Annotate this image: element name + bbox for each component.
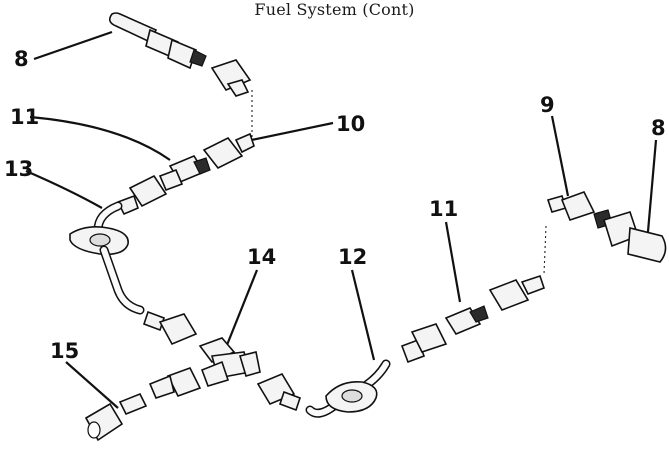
callout-8-right: 8 (651, 116, 666, 140)
part-11-union-upper (158, 155, 211, 192)
part-12-tube (305, 359, 391, 418)
part-10-nut (202, 132, 255, 170)
callout-14: 14 (247, 245, 276, 269)
part-8-probe-upper (108, 12, 207, 70)
part-11-union-right (444, 305, 489, 335)
part-nut-left (116, 174, 168, 216)
callout-12: 12 (338, 245, 367, 269)
page-title: Fuel System (Cont) (254, 0, 415, 19)
callout-9: 9 (540, 93, 555, 117)
callout-13: 13 (4, 157, 33, 181)
callout-11-right: 11 (429, 197, 458, 221)
leader-lines (25, 30, 658, 409)
callout-15: 15 (50, 339, 79, 363)
part-fitting-mid-right (400, 323, 448, 364)
part-nut-lower-left (148, 367, 202, 399)
part-13-tube (69, 201, 145, 315)
part-9-nut (546, 191, 596, 221)
part-14-tee (198, 337, 261, 387)
part-nut-right (488, 274, 546, 311)
callout-10: 10 (336, 112, 365, 136)
part-fitting-right-of-tee (256, 372, 302, 412)
callout-8-top: 8 (14, 47, 29, 71)
part-15-nut (84, 392, 148, 442)
part-nut-before-tee (142, 310, 198, 346)
part-nut-upper (210, 59, 252, 97)
part-8-probe-right (593, 209, 667, 263)
alignment-dash-right (543, 225, 547, 275)
